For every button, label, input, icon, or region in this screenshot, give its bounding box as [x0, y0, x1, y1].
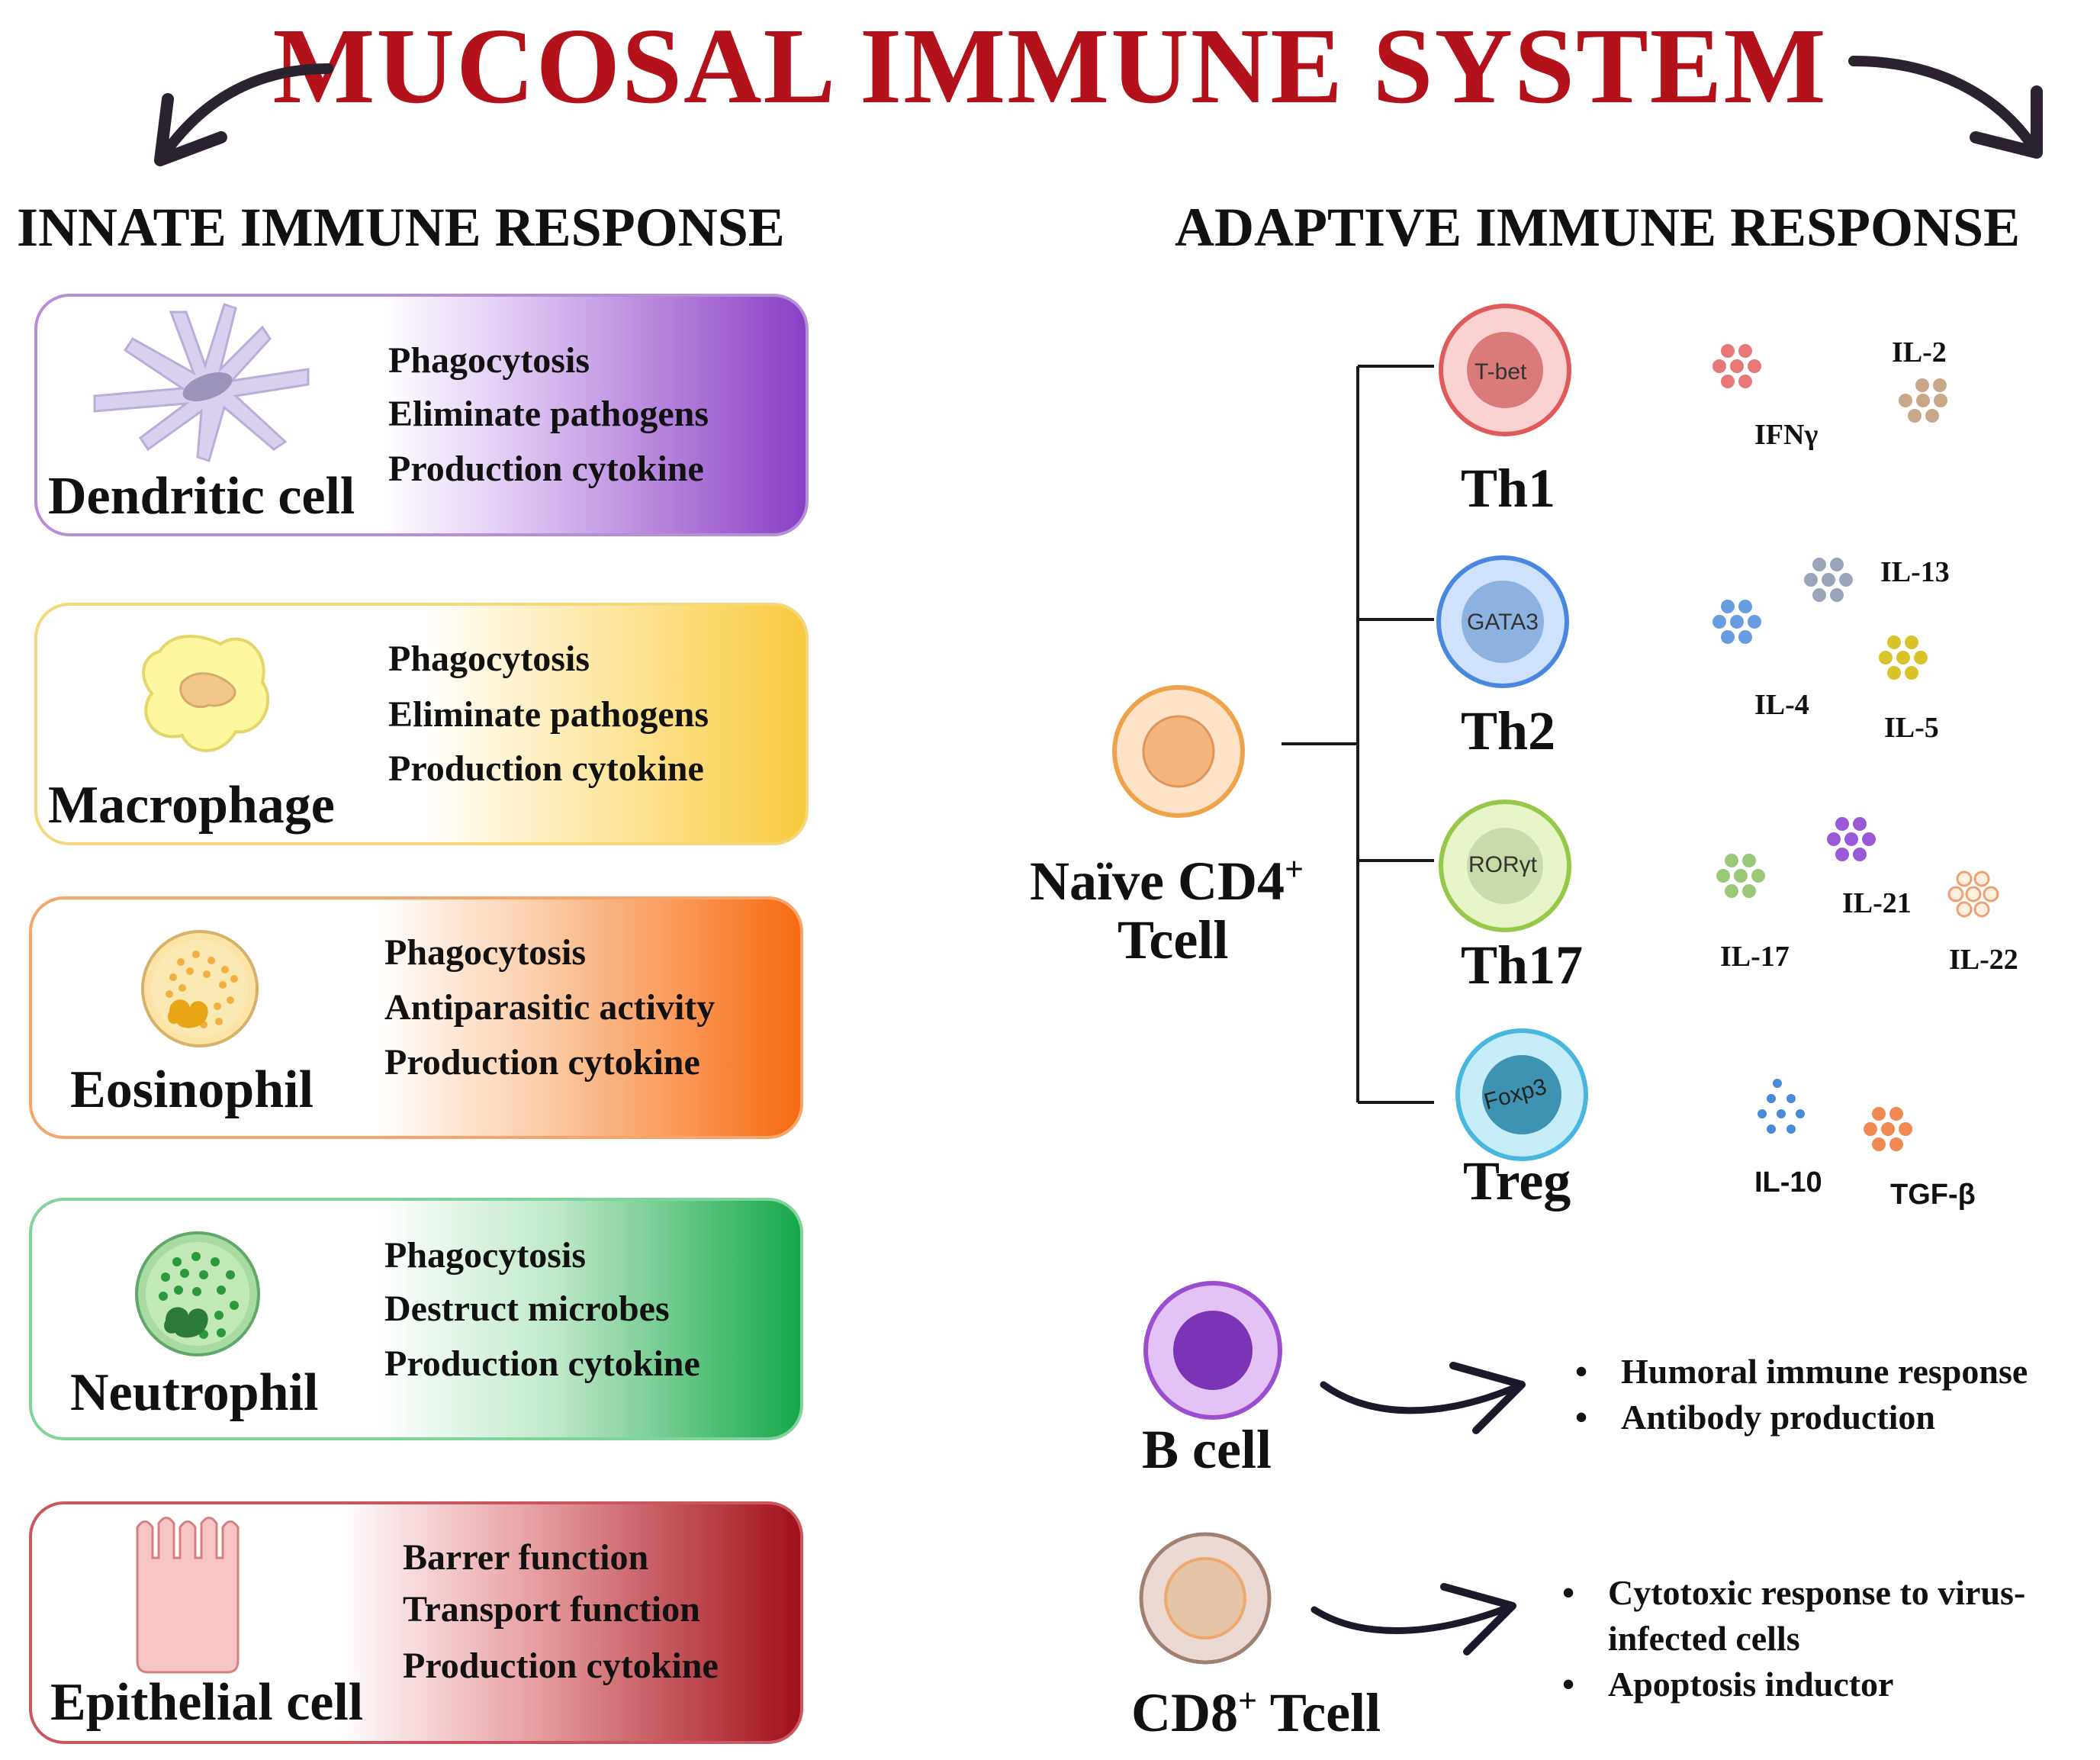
diagram-title: MUCOSAL IMMUNE SYSTEM	[272, 5, 1828, 126]
eosinophil-icon	[141, 930, 259, 1047]
th17-cell-icon	[1439, 800, 1571, 932]
cytokine-label: IL-4	[1754, 689, 1809, 721]
treg-cell-icon	[1455, 1028, 1588, 1161]
function-item: Production cytokine	[384, 1343, 700, 1384]
adaptive-heading: ADAPTIVE IMMUNE RESPONSE	[1175, 197, 2021, 258]
cell-name: Dendritic cell	[48, 467, 355, 526]
innate-card-eosinophil: Eosinophil Phagocytosis Antiparasitic ac…	[29, 896, 803, 1139]
dendritic-cell-icon	[93, 303, 310, 462]
b-cell-label: B cell	[1142, 1419, 1272, 1480]
function-item: Eliminate pathogens	[388, 694, 709, 735]
cd8-label-text: CD8	[1131, 1682, 1238, 1743]
b-cell-functions: Humoral immune response Antibody product…	[1575, 1349, 2028, 1440]
cytokine-label: IL-22	[1949, 944, 2018, 976]
cd8-function-item: Apoptosis inductor	[1562, 1662, 2025, 1707]
th2-label: Th2	[1461, 700, 1556, 761]
left-curved-arrow-icon	[154, 63, 333, 166]
naive-cd4-tcell-icon	[1112, 685, 1245, 818]
cell-name: Epithelial cell	[50, 1673, 364, 1732]
th2-factor: GATA3	[1467, 610, 1539, 635]
innate-card-macrophage: Macrophage Phagocytosis Eliminate pathog…	[34, 603, 809, 845]
th1-factor: T-bet	[1475, 359, 1527, 384]
innate-card-epithelial-cell: Epithelial cell Barrer function Transpor…	[29, 1501, 803, 1744]
function-item: Phagocytosis	[388, 340, 590, 381]
cytokine-label: IL-10	[1754, 1166, 1822, 1199]
th1-cell-icon	[1439, 304, 1571, 436]
cytokine-label: IL-5	[1884, 712, 1939, 744]
cytokine-label: TGF-β	[1890, 1179, 1976, 1211]
naive-tcell-label: Tcell	[1118, 909, 1229, 970]
function-item: Phagocytosis	[384, 1235, 586, 1276]
function-item: Barrer function	[403, 1537, 649, 1578]
function-item: Transport function	[403, 1589, 700, 1630]
innate-card-dendritic-cell: Dendritic cell Phagocytosis Eliminate pa…	[34, 294, 809, 536]
innate-card-neutrophil: Neutrophil Phagocytosis Destruct microbe…	[29, 1198, 803, 1440]
innate-heading: INNATE IMMUNE RESPONSE	[17, 197, 785, 258]
b-cell-icon	[1143, 1281, 1282, 1420]
cd8-sup: +	[1238, 1682, 1258, 1720]
b-cell-arrow-icon	[1320, 1362, 1526, 1434]
cd8-tcell-label: CD8+ Tcell	[1131, 1671, 1381, 1743]
cd8-function-item: Cytotoxic response to virus-	[1562, 1570, 2025, 1616]
naive-cd4-label: Naïve CD4+	[1030, 839, 1304, 912]
cd8-function-item-continuation: infected cells	[1608, 1619, 1800, 1658]
cd8-tcell-icon	[1139, 1532, 1272, 1665]
naive-cd4-label-text: Naïve CD4	[1030, 851, 1285, 912]
function-item: Phagocytosis	[384, 932, 586, 973]
function-item: Antiparasitic activity	[384, 987, 716, 1028]
cell-name: Eosinophil	[70, 1060, 314, 1119]
th2-cell-icon	[1436, 555, 1569, 688]
function-item: Production cytokine	[403, 1646, 719, 1686]
function-item: Eliminate pathogens	[388, 394, 709, 434]
cytokine-label: IL-17	[1720, 941, 1790, 973]
differentiation-branch-lines	[1282, 365, 1434, 1104]
cell-name: Neutrophil	[70, 1363, 319, 1422]
cytokine-label: IFNγ	[1754, 419, 1819, 451]
function-item: Production cytokine	[388, 449, 704, 489]
cd8-functions: Cytotoxic response to virus- infected ce…	[1562, 1570, 2025, 1707]
cell-name: Macrophage	[48, 776, 335, 835]
macrophage-icon	[142, 635, 270, 752]
b-cell-function-item: Humoral immune response	[1575, 1349, 2028, 1395]
cd8-label-suffix: Tcell	[1257, 1682, 1381, 1743]
cytokine-label: IL-21	[1842, 887, 1912, 919]
epithelial-cell-icon	[136, 1517, 240, 1674]
th17-factor: RORγt	[1468, 852, 1537, 877]
naive-cd4-sup: +	[1284, 851, 1304, 888]
neutrophil-icon	[135, 1231, 260, 1356]
cd8-arrow-icon	[1310, 1583, 1516, 1655]
cytokine-label: IL-13	[1880, 556, 1950, 588]
cytokine-dots	[1712, 344, 1999, 1151]
function-item: Production cytokine	[384, 1042, 700, 1083]
treg-label: Treg	[1463, 1150, 1571, 1211]
th17-label: Th17	[1461, 935, 1584, 996]
th1-label: Th1	[1461, 458, 1556, 519]
function-item: Phagocytosis	[388, 639, 590, 679]
right-curved-arrow-icon	[1848, 56, 2043, 159]
function-item: Destruct microbes	[384, 1289, 670, 1329]
function-item: Production cytokine	[388, 748, 704, 789]
b-cell-function-item: Antibody production	[1575, 1395, 2028, 1440]
cytokine-label: IL-2	[1892, 336, 1947, 368]
